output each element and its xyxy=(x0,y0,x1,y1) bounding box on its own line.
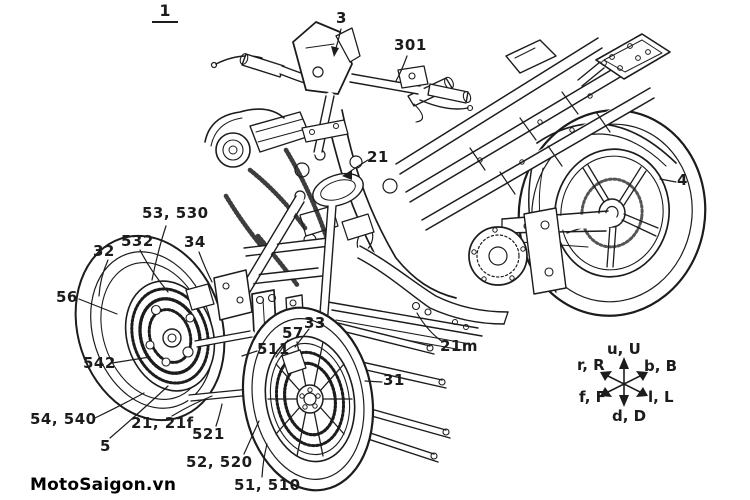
compass-label-f-f: f, F xyxy=(579,388,606,406)
part-label-53-530: 53, 530 xyxy=(142,204,209,222)
part-label-3: 3 xyxy=(336,9,347,27)
part-label-33: 33 xyxy=(304,314,326,332)
brake-reservoir xyxy=(397,65,429,89)
left-knuckle xyxy=(213,269,253,321)
orientation-compass-arrows xyxy=(600,357,648,407)
compass-label-l-l: l, L xyxy=(648,388,674,406)
left-grip xyxy=(241,53,285,78)
engine xyxy=(204,108,567,325)
compass-label-u-u: u, U xyxy=(607,340,641,358)
part-label-57: 57 xyxy=(282,324,304,342)
part-label-4: 4 xyxy=(677,171,688,189)
front-left-wheel xyxy=(74,234,226,422)
compass-label-r-r: r, R xyxy=(577,356,605,374)
part-label-54-540: 54, 540 xyxy=(30,410,97,428)
rear-frame xyxy=(392,33,671,231)
compass-label-b-b: b, B xyxy=(644,357,678,375)
part-label-521: 521 xyxy=(192,425,225,443)
part-label-21-21f: 21, 21f xyxy=(131,414,194,432)
compass-label-d-d: d, D xyxy=(612,407,647,425)
front-right-wheel xyxy=(241,306,375,492)
right-grip xyxy=(427,83,469,104)
front-caliper xyxy=(281,349,307,375)
part-label-52-520: 52, 520 xyxy=(186,453,253,471)
front-cowl xyxy=(292,21,353,95)
part-label-532: 532 xyxy=(121,232,154,250)
figure-number: 1 xyxy=(152,1,178,24)
part-label-511: 511 xyxy=(257,340,290,358)
part-label-301: 301 xyxy=(394,36,427,54)
brake-caliper xyxy=(185,283,215,311)
part-label-56: 56 xyxy=(56,288,78,306)
part-label-542: 542 xyxy=(83,354,116,372)
part-label-21: 21 xyxy=(367,148,389,166)
watermark: MotoSaigon.vn xyxy=(30,475,177,495)
part-label-34: 34 xyxy=(184,233,206,251)
part-label-32: 32 xyxy=(93,242,115,260)
part-label-5: 5 xyxy=(100,437,111,455)
handlebar xyxy=(210,21,474,156)
part-label-51-510: 51, 510 xyxy=(234,476,301,494)
part-label-31: 31 xyxy=(383,371,405,389)
part-label-21m: 21m xyxy=(440,337,479,355)
leader-lines xyxy=(78,28,677,478)
